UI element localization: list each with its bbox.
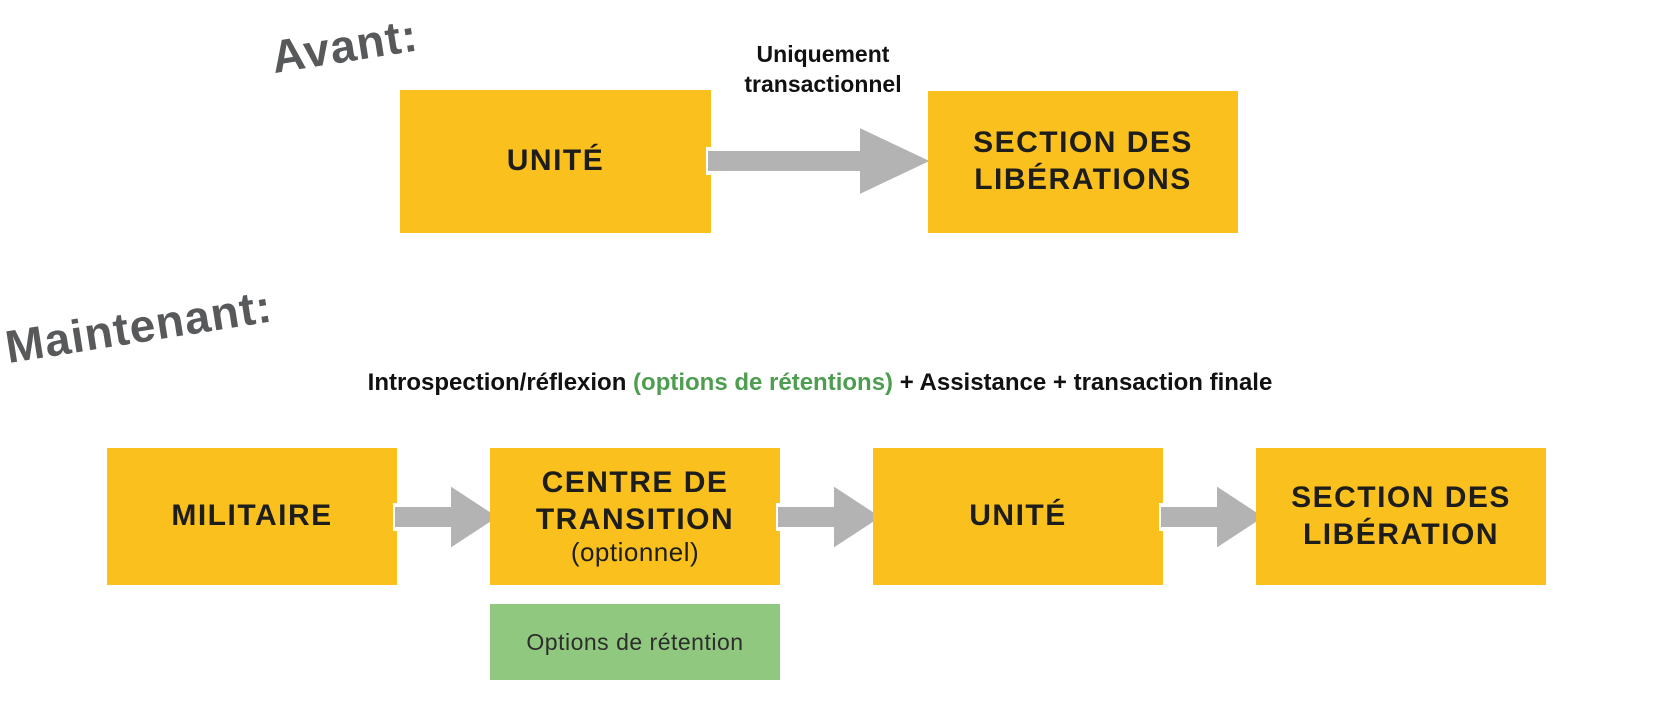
before-box-unite: UNITÉ — [400, 90, 711, 233]
now-box-centre-label: CENTRE DE TRANSITION — [535, 465, 735, 536]
now-flow-label-prefix: Introspection/réflexion — [367, 369, 634, 396]
retention-options-label: Options de rétention — [526, 628, 744, 655]
now-flow-label-highlight: (options de rétentions) — [633, 369, 894, 396]
before-box-section-liberations: SECTION DES LIBÉRATIONS — [928, 91, 1238, 233]
before-arrow-label-line2: transactionnel — [744, 70, 902, 97]
now-flow-arrow-2-icon — [776, 479, 888, 555]
now-flow-label-suffix: + Assistance + transaction finale — [893, 369, 1273, 396]
now-box-unite: UNITÉ — [873, 448, 1163, 585]
before-flow-arrow-icon — [706, 121, 939, 201]
now-box-centre-transition: CENTRE DE TRANSITION (optionnel) — [490, 448, 780, 585]
before-heading: Avant: — [267, 8, 422, 84]
now-box-section-label: SECTION DES LIBÉRATION — [1291, 480, 1511, 551]
before-arrow-label-line1: Uniquement — [756, 41, 890, 67]
before-box-unite-label: UNITÉ — [506, 144, 605, 178]
retention-options-box: Options de rétention — [490, 604, 780, 680]
now-flow-label: Introspection/réflexion (options de réte… — [310, 369, 1330, 397]
before-arrow-label: Uniquement transactionnel — [668, 40, 978, 100]
now-box-unite-label: UNITÉ — [969, 499, 1067, 533]
now-flow-arrow-3-icon — [1159, 479, 1271, 555]
now-box-centre-sublabel: (optionnel) — [570, 537, 700, 568]
before-box-section-label: SECTION DES LIBÉRATIONS — [973, 126, 1193, 196]
now-flow-arrow-1-icon — [393, 479, 505, 555]
now-heading: Maintenant: — [1, 279, 276, 374]
now-box-militaire-label: MILITAIRE — [171, 499, 333, 533]
now-box-militaire: MILITAIRE — [107, 448, 397, 585]
now-box-section-liberation: SECTION DES LIBÉRATION — [1256, 448, 1546, 585]
